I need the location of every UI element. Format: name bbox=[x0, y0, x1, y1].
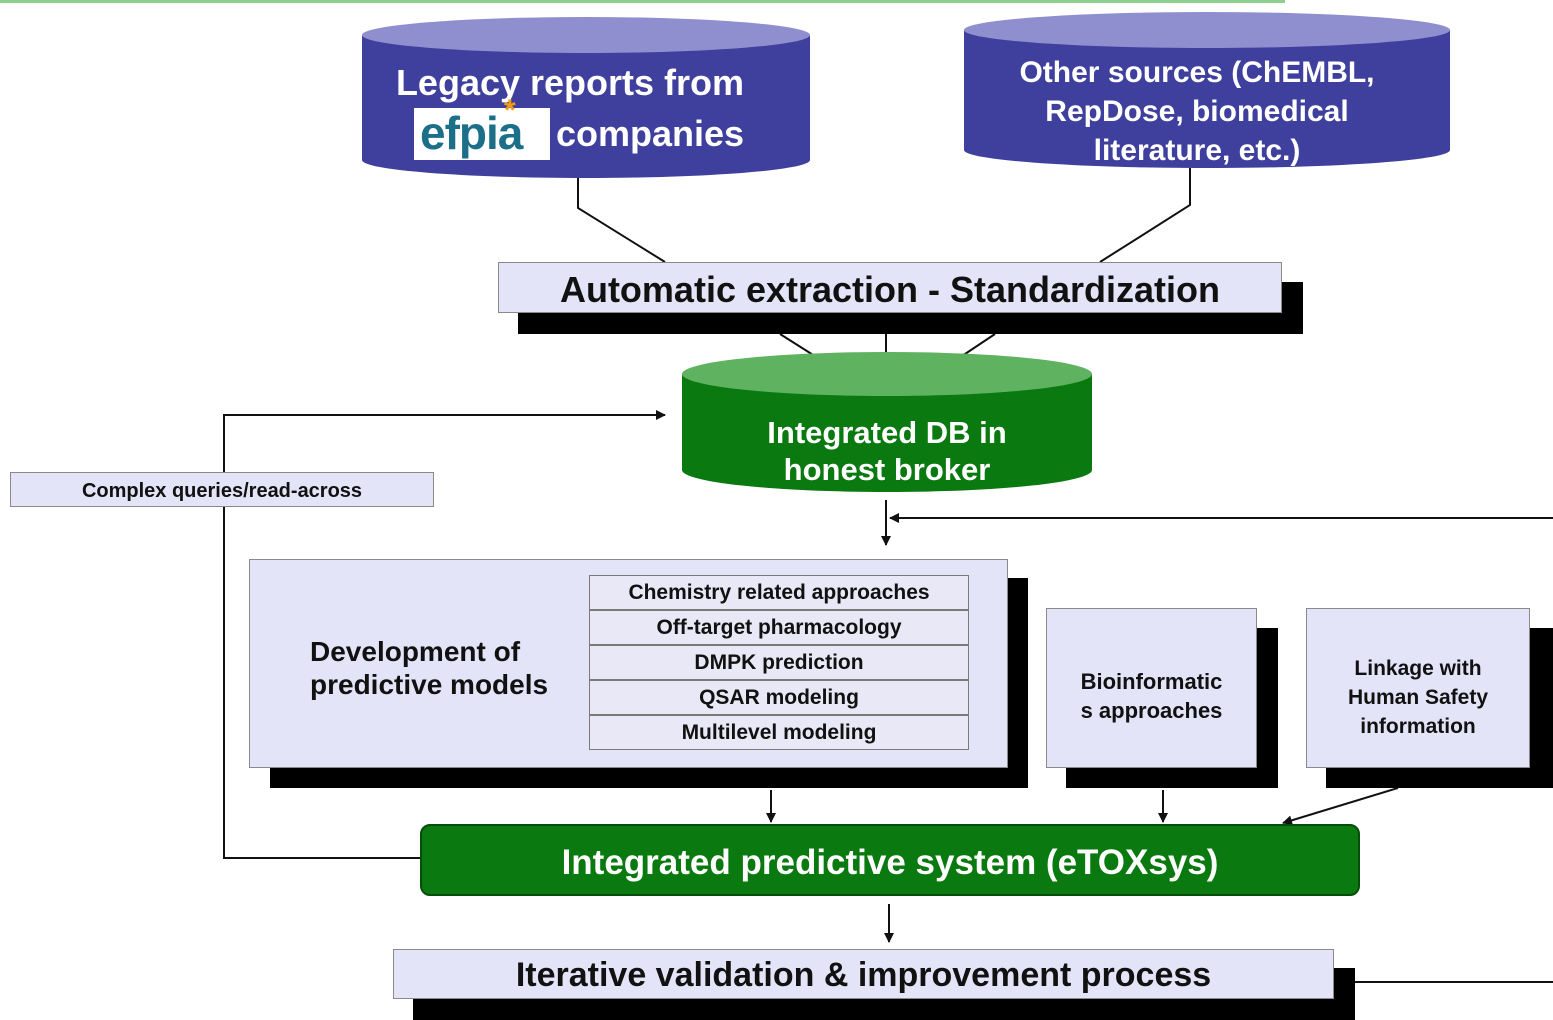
other-to-extraction-line bbox=[1099, 168, 1191, 263]
predictive-models-title: Development of predictive models bbox=[310, 635, 580, 701]
extraction-box: Automatic extraction - Standardization bbox=[498, 262, 1282, 313]
top-accent-bar bbox=[0, 0, 1285, 3]
integrated-db-line2: honest broker bbox=[783, 452, 991, 487]
bioinformatics-text: Bioinformatic s approaches bbox=[1047, 667, 1256, 725]
linkage-box: Linkage with Human Safety information bbox=[1306, 608, 1530, 768]
other-sources-line3: literature, etc.) bbox=[1093, 134, 1301, 167]
linkage-line2: Human Safety bbox=[1347, 686, 1489, 709]
predictive-models-title-line2: predictive models bbox=[310, 669, 549, 700]
integrated-db-text: Integrated DB in honest broker bbox=[680, 414, 1094, 488]
bioinformatics-line1: Bioinformatic bbox=[1080, 669, 1223, 694]
legacy-reports-line2: companies bbox=[556, 113, 745, 154]
complex-queries-label: Complex queries/read-across bbox=[81, 480, 363, 502]
approach-multilevel: Multilevel modeling bbox=[589, 715, 969, 750]
legacy-reports-line1: Legacy reports from bbox=[395, 62, 745, 103]
efpia-logo: efpia * bbox=[414, 94, 550, 160]
approach-chemistry: Chemistry related approaches bbox=[589, 575, 969, 610]
integrated-db-line1: Integrated DB in bbox=[767, 415, 1007, 450]
efpia-star-icon: * bbox=[504, 94, 516, 127]
extraction-label: Automatic extraction - Standardization bbox=[559, 269, 1221, 310]
etoxsys-label: Integrated predictive system (eTOXsys) bbox=[561, 843, 1219, 882]
approach-off-target: Off-target pharmacology bbox=[589, 610, 969, 645]
etoxsys-box: Integrated predictive system (eTOXsys) bbox=[420, 824, 1360, 896]
other-sources-line2: RepDose, biomedical bbox=[1045, 95, 1349, 128]
complex-queries-loop-line bbox=[223, 410, 666, 859]
complex-queries-box: Complex queries/read-across bbox=[10, 472, 434, 507]
linkage-text: Linkage with Human Safety information bbox=[1307, 654, 1529, 741]
bioinformatics-box: Bioinformatic s approaches bbox=[1046, 608, 1257, 768]
linkage-line1: Linkage with bbox=[1354, 657, 1482, 680]
legacy-to-extraction-line bbox=[577, 178, 666, 263]
validation-label: Iterative validation & improvement proce… bbox=[515, 956, 1212, 994]
efpia-logo-text: efpia bbox=[420, 107, 523, 159]
linkage-to-etoxsys-arrow bbox=[1282, 787, 1399, 826]
linkage-line3: information bbox=[1360, 715, 1476, 738]
validation-box: Iterative validation & improvement proce… bbox=[393, 949, 1334, 999]
approach-dmpk: DMPK prediction bbox=[589, 645, 969, 680]
other-db-cylinder bbox=[964, 12, 1450, 168]
bioinformatics-line2: s approaches bbox=[1080, 698, 1223, 723]
other-sources-text: Other sources (ChEMBL, RepDose, biomedic… bbox=[962, 53, 1432, 170]
approach-qsar: QSAR modeling bbox=[589, 680, 969, 715]
predictive-models-title-line1: Development of bbox=[310, 636, 521, 667]
integrated-db-cylinder bbox=[682, 352, 1092, 492]
other-sources-line1: Other sources (ChEMBL, bbox=[1019, 56, 1375, 89]
